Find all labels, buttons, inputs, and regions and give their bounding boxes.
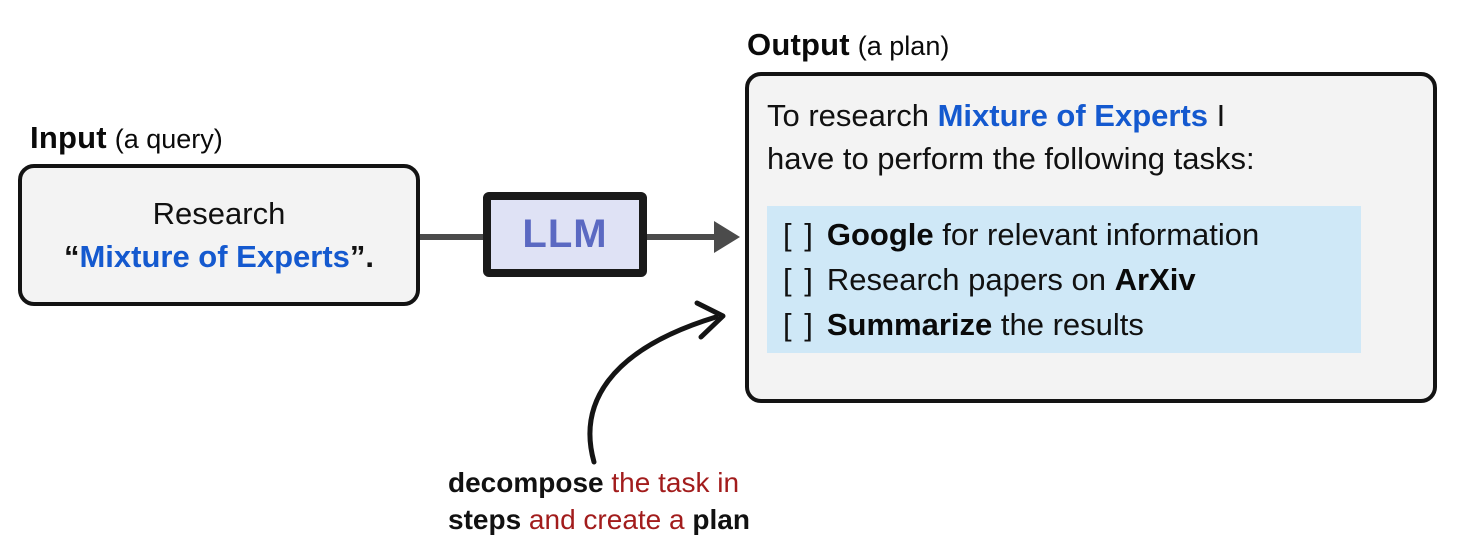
input-topic-text: Mixture of Experts [79, 239, 350, 274]
llm-label: LLM [522, 212, 608, 256]
output-plan-box: To research Mixture of Experts I have to… [745, 72, 1437, 403]
task-item-arxiv: [ ] Research papers on ArXiv [783, 257, 1357, 302]
annotation-red-text2: and create a [521, 504, 693, 535]
annotation-bold-decompose: decompose [448, 467, 604, 498]
task-bold-text: ArXiv [1114, 262, 1196, 297]
task-item-google: [ ] Google for relevant information [783, 212, 1357, 257]
plan-intro-post: I [1208, 98, 1226, 133]
checkbox-empty-icon: [ ] [783, 307, 815, 342]
annotation-red-text1: the task in [603, 467, 740, 498]
annotation-arrowhead [694, 300, 726, 340]
task-checklist: [ ] Google for relevant information [ ] Re… [767, 206, 1361, 353]
close-quote: ”. [349, 239, 375, 274]
output-label-suffix: (a plan) [857, 31, 950, 61]
output-label-title: Output [747, 27, 850, 62]
input-query-line1: Research [152, 196, 286, 231]
plan-intro-line2: have to perform the following tasks: [767, 141, 1255, 176]
input-label-title: Input [30, 120, 107, 155]
annotation-curved-arrow [587, 314, 719, 465]
checkbox-empty-icon: [ ] [783, 217, 815, 252]
plan-intro: To research Mixture of Experts I have to… [767, 94, 1411, 180]
annotation-line1: decompose the task in [448, 464, 750, 501]
output-label: Output(a plan) [747, 27, 949, 63]
input-query-box: Research “Mixture of Experts”. [18, 164, 420, 306]
plan-intro-topic: Mixture of Experts [937, 98, 1209, 133]
input-query-line2: “Mixture of Experts”. [64, 235, 374, 278]
annotation-bold-steps: steps [448, 504, 522, 535]
llm-node: LLM [483, 192, 647, 277]
input-label-suffix: (a query) [114, 124, 223, 154]
input-label: Input(a query) [30, 120, 223, 156]
task-rest-text: Research papers on [826, 262, 1115, 297]
checkbox-empty-icon: [ ] [783, 262, 815, 297]
annotation-bold-plan: plan [692, 504, 750, 535]
annotation-line2: steps and create a plan [448, 501, 750, 538]
task-rest-text: for relevant information [933, 217, 1260, 252]
task-bold-text: Summarize [826, 307, 993, 342]
task-bold-text: Google [826, 217, 934, 252]
plan-intro-pre: To research [767, 98, 938, 133]
llm-to-output-arrowhead [714, 221, 740, 253]
plan-intro-line1: To research Mixture of Experts I [767, 94, 1411, 137]
task-item-summarize: [ ] Summarize the results [783, 302, 1357, 347]
open-quote: “ [63, 239, 80, 274]
annotation-text: decompose the task in steps and create a… [448, 464, 750, 538]
task-rest-text: the results [992, 307, 1144, 342]
